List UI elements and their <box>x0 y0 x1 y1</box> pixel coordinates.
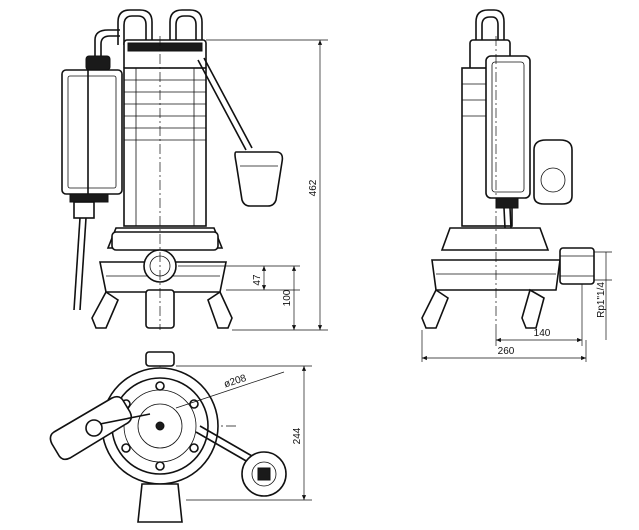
side-view <box>421 9 595 330</box>
dim-140: 140 <box>534 328 551 339</box>
dim-260: 260 <box>498 346 515 357</box>
dim-47: 47 <box>252 274 263 286</box>
dim-244: 244 <box>292 427 303 444</box>
dim-462: 462 <box>308 179 319 196</box>
dim-100: 100 <box>282 289 293 306</box>
dim-diameter: ø208 <box>223 373 248 391</box>
dim-thread: Rp1"1/4 <box>596 282 607 318</box>
top-dimensions: ø208 244 <box>175 365 312 501</box>
side-dimensions: Rp1"1/4 140 260 <box>421 251 612 362</box>
front-view <box>61 9 284 330</box>
top-view <box>49 351 287 523</box>
front-dimensions: 462 47 100 <box>178 39 328 331</box>
